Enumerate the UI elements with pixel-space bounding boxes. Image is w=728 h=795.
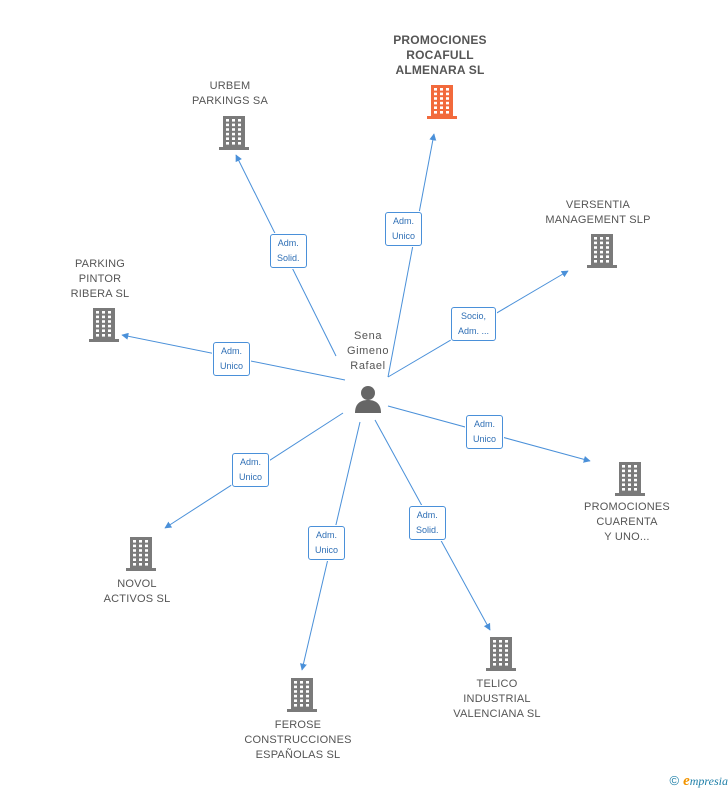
building-icon[interactable]: [485, 637, 517, 671]
node-label-line: FEROSE: [274, 719, 322, 731]
edge-badge-promociones-cuarenta[interactable]: Adm. Unico: [466, 415, 504, 449]
node-label-promociones-cuarenta[interactable]: PROMOCIONES CUARENTA Y UNO...: [577, 500, 677, 545]
brand-logo-text: mpresia: [689, 774, 728, 788]
node-label-line: CONSTRUCCIONES: [244, 734, 352, 746]
building-icon[interactable]: [586, 234, 618, 268]
edge-badge-telico[interactable]: Adm. Solid.: [409, 506, 446, 540]
node-label-line: CUARENTA: [596, 516, 658, 528]
edge-badge-line: Adm.: [474, 419, 496, 429]
edge-badge-line: Adm. ...: [458, 326, 490, 336]
node-label-parking-pintor[interactable]: PARKING PINTOR RIBERA SL: [50, 257, 150, 302]
building-icon[interactable]: [286, 678, 318, 712]
edge-badge-line: Unico: [315, 545, 339, 555]
building-icon[interactable]: [218, 116, 250, 150]
node-label-line: PARKING: [74, 258, 126, 270]
building-icon[interactable]: [426, 85, 458, 119]
edge-badge-line: Solid.: [416, 525, 439, 535]
node-label-line: PROMOCIONES: [393, 33, 487, 47]
building-icon[interactable]: [88, 308, 120, 342]
edge-badge-line: Unico: [473, 434, 497, 444]
edge-badge-urbem[interactable]: Adm. Solid.: [270, 234, 307, 268]
edge-badge-line: Solid.: [277, 253, 300, 263]
edge-badge-line: Socio,: [461, 311, 487, 321]
node-label-line: NOVOL: [117, 578, 157, 590]
edge-badge-line: Adm.: [316, 530, 338, 540]
node-label-line: TELICO: [476, 678, 518, 690]
node-label-line: ALMENARA SL: [395, 63, 485, 77]
edge-badge-versentia[interactable]: Socio, Adm. ...: [451, 307, 497, 341]
edge-badge-ferose[interactable]: Adm. Unico: [308, 526, 346, 560]
node-label-line: MANAGEMENT SLP: [545, 214, 651, 226]
node-label-line: ACTIVOS SL: [103, 593, 171, 605]
edge-badge-novol[interactable]: Adm. Unico: [232, 453, 270, 487]
edge-badge-line: Adm.: [393, 216, 415, 226]
building-icon[interactable]: [614, 462, 646, 496]
center-name-line: Rafael: [350, 360, 386, 372]
node-label-urbem[interactable]: URBEM PARKINGS SA: [180, 79, 280, 109]
node-label-line: URBEM: [209, 80, 251, 92]
edge-badge-line: Adm.: [240, 457, 262, 467]
node-label-ferose[interactable]: FEROSE CONSTRUCCIONES ESPAÑOLAS SL: [238, 718, 358, 763]
edge-badge-line: Adm.: [277, 238, 299, 248]
edge-badge-line: Unico: [239, 472, 263, 482]
node-label-telico[interactable]: TELICO INDUSTRIAL VALENCIANA SL: [447, 677, 547, 722]
node-label-line: VALENCIANA SL: [453, 708, 541, 720]
node-label-novol[interactable]: NOVOL ACTIVOS SL: [87, 577, 187, 607]
node-label-versentia[interactable]: VERSENTIA MANAGEMENT SLP: [538, 198, 658, 228]
node-label-line: Y UNO...: [604, 531, 650, 543]
node-label-line: PARKINGS SA: [192, 95, 268, 107]
node-label-promociones-rocafull[interactable]: PROMOCIONES ROCAFULL ALMENARA SL: [380, 33, 500, 78]
copyright-symbol: ©: [669, 773, 680, 788]
center-person-name[interactable]: Sena Gimeno Rafael: [330, 329, 406, 374]
center-name-line: Sena: [353, 330, 383, 342]
edge-badge-parking-pintor[interactable]: Adm. Unico: [213, 342, 251, 376]
center-name-line: Gimeno: [346, 345, 390, 357]
node-label-line: VERSENTIA: [565, 199, 631, 211]
node-label-line: ESPAÑOLAS SL: [255, 749, 341, 761]
edge-badge-line: Unico: [392, 231, 416, 241]
brand-logo-initial: e: [683, 773, 690, 789]
node-label-line: PINTOR: [78, 273, 122, 285]
edge-badge-promociones-rocafull[interactable]: Adm. Unico: [385, 212, 423, 246]
edge-badge-line: Adm.: [221, 346, 243, 356]
node-label-line: RIBERA SL: [70, 288, 130, 300]
empresia-watermark[interactable]: ©empresia: [670, 773, 728, 790]
edge-badge-line: Adm.: [416, 510, 438, 520]
edge-line-promociones-rocafull: [387, 133, 437, 378]
edge-badge-line: Unico: [220, 361, 244, 371]
building-icon[interactable]: [125, 537, 157, 571]
node-label-line: ROCAFULL: [406, 48, 474, 62]
node-label-line: PROMOCIONES: [584, 501, 670, 513]
node-label-line: INDUSTRIAL: [463, 693, 531, 705]
person-icon[interactable]: [353, 384, 383, 414]
